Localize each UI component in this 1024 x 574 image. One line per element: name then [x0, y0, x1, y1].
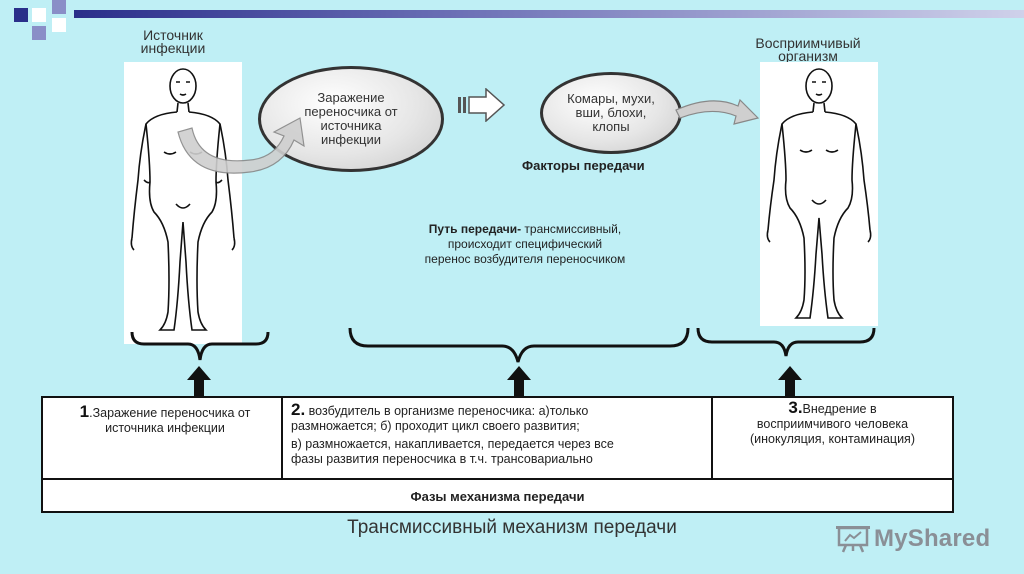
- up-arrow-2-icon: [507, 366, 531, 398]
- ellipse-left-line: Заражение: [317, 90, 385, 105]
- human-figure-left-icon: [130, 68, 236, 331]
- ellipse-left-line: инфекции: [320, 132, 382, 147]
- phase-1-text-a: .Заражение переносчика от: [89, 406, 251, 420]
- transmission-line1-rest: трансмиссивный,: [521, 222, 622, 236]
- phase-3-line3: (инокуляция, контаминация): [749, 432, 915, 446]
- transmission-path-text: Путь передачи- трансмиссивный, происходи…: [360, 222, 690, 267]
- up-arrow-3-icon: [778, 366, 802, 398]
- phases-footer-row: Фазы механизма передачи: [43, 478, 952, 513]
- transmission-bold: Путь передачи-: [428, 222, 522, 236]
- phase-2-cell: 2. возбудитель в организме переносчика: …: [283, 398, 713, 478]
- phases-footer-label: Фазы механизма передачи: [410, 489, 585, 504]
- source-label-line2: инфекции: [140, 40, 206, 56]
- recipient-figure-panel: [760, 62, 878, 326]
- phase-1-text-b: источника инфекции: [105, 421, 225, 435]
- up-arrow-1-icon: [187, 366, 211, 398]
- phase-2-line4: фазы развития переносчика в т.ч. трансов…: [291, 452, 593, 466]
- phase-2-line3: в) размножается, накапливается, передает…: [291, 437, 614, 451]
- transmission-factors-label: Факторы передачи: [522, 158, 645, 173]
- main-caption: Трансмиссивный механизм передачи: [347, 517, 677, 538]
- deco-square-3: [52, 0, 66, 14]
- transmission-line1: Путь передачи- трансмиссивный,: [360, 222, 690, 237]
- source-label: Источник инфекции: [118, 27, 228, 56]
- deco-square-1: [14, 8, 28, 22]
- ellipse-right-line: Комары, мухи,: [567, 91, 655, 106]
- brace-left-icon: [130, 331, 270, 361]
- ellipse-right-line: клопы: [592, 119, 630, 134]
- ellipse-infection-of-vector: Заражение переносчика от источника инфек…: [258, 66, 444, 172]
- source-figure-panel: [124, 62, 242, 344]
- deco-square-2: [32, 8, 46, 22]
- phase-3-number: 3.: [788, 398, 803, 417]
- source-label-line1: Источник: [143, 27, 203, 43]
- phase-1-number: 1: [79, 402, 90, 421]
- deco-square-5: [52, 18, 66, 32]
- phase-3-line1-text: Внедрение в: [802, 402, 877, 416]
- ellipse-vectors-list: Комары, мухи, вши, блохи, клопы: [540, 72, 682, 154]
- brace-right-icon: [696, 327, 876, 357]
- brace-middle-icon: [348, 327, 690, 363]
- ellipse-left-line: источника: [320, 118, 382, 133]
- transmission-line3: перенос возбудителя переносчиком: [424, 252, 626, 266]
- recipient-label: Восприимчивый организм: [728, 35, 888, 64]
- recipient-label-line2: организм: [778, 48, 838, 64]
- arrow-to-recipient-icon: [675, 98, 760, 125]
- phase-2-line1: 2. возбудитель в организме переносчика: …: [291, 400, 705, 419]
- phase-2-line2: размножается; б) проходит цикл своего ра…: [291, 419, 580, 433]
- phases-table: 1.Заражение переносчика от источника инф…: [41, 396, 954, 513]
- phase-2-number: 2.: [291, 400, 306, 419]
- phase-3-line1: 3.Внедрение в: [717, 398, 948, 417]
- phase-3-cell: 3.Внедрение в восприимчивого человека (и…: [713, 398, 952, 478]
- curved-arrow-icon: [177, 117, 305, 174]
- transmission-line2: происходит специфический: [447, 237, 603, 251]
- myshared-logo: MyShared: [836, 525, 990, 553]
- recipient-label-line1: Восприимчивый: [755, 35, 861, 51]
- ellipse-left-line: переносчика от: [304, 104, 398, 119]
- deco-header-bar: [74, 10, 1024, 18]
- projector-board-icon: [836, 526, 870, 553]
- logo-text: MyShared: [874, 525, 991, 552]
- phase-3-line2: восприимчивого человека: [756, 417, 909, 431]
- phase-1-cell: 1.Заражение переносчика от источника инф…: [43, 398, 283, 478]
- human-figure-right-icon: [766, 68, 872, 319]
- phase-2-line1-text: возбудитель в организме переносчика: а)т…: [305, 404, 589, 418]
- striped-block-arrow-icon: [458, 88, 506, 122]
- deco-square-4: [32, 26, 46, 40]
- ellipse-right-line: вши, блохи,: [575, 105, 647, 120]
